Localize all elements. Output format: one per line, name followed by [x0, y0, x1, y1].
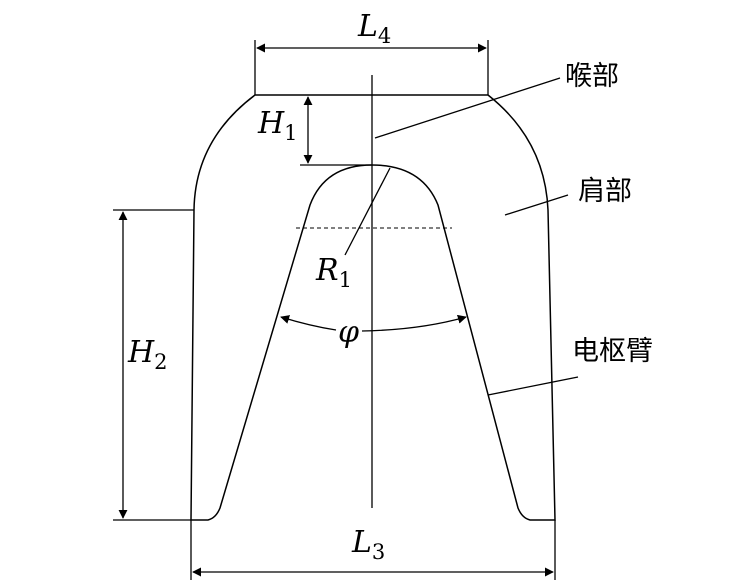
- shoulder-leader: [504, 194, 569, 216]
- phi-arc-left: [280, 315, 337, 331]
- armature-outline: [190, 94, 556, 521]
- throat-leader: [374, 77, 561, 139]
- R1-leader: [344, 167, 391, 256]
- phi-arc-right: [361, 314, 467, 332]
- R1-label: R1: [315, 253, 352, 292]
- arm-leader: [487, 376, 579, 396]
- arm-label: 电枢臂: [572, 336, 653, 367]
- throat-label: 喉部: [565, 61, 619, 92]
- L3-label: L3: [351, 525, 385, 564]
- H1-label: H1: [257, 106, 298, 145]
- H2-label: H2: [127, 335, 168, 374]
- L4-label: L4: [357, 9, 391, 48]
- phi-label: φ: [338, 315, 359, 350]
- shoulder-label: 肩部: [578, 176, 632, 207]
